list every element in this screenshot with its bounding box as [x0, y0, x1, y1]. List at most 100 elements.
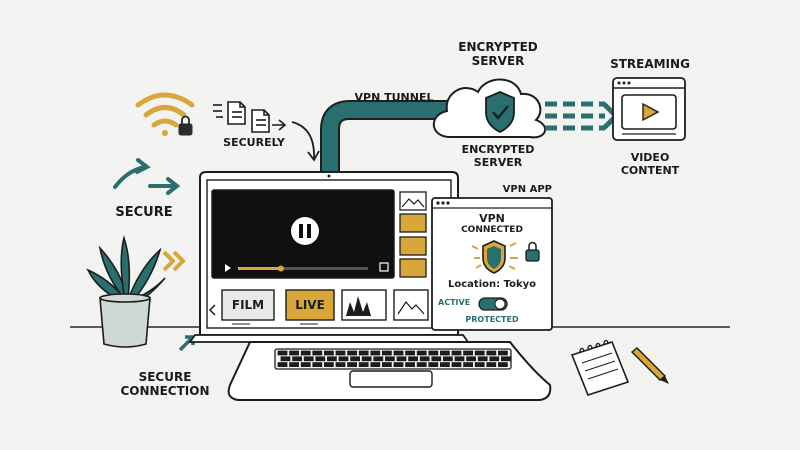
label-video-content: VIDEO CONTENT: [620, 151, 680, 177]
keyboard-key: [370, 350, 381, 356]
chip-live[interactable]: LIVE: [295, 298, 325, 312]
up-arrow: [178, 335, 195, 352]
label-secure-connection: SECURE CONNECTION: [120, 370, 210, 398]
keyboard-key: [280, 356, 291, 362]
keyboard-key: [361, 356, 372, 362]
progress-fill: [238, 267, 281, 270]
streaming-window: [612, 77, 686, 141]
keyboard-key: [347, 350, 358, 356]
keyboard-key: [463, 350, 474, 356]
pencil-icon: [630, 347, 669, 384]
keyboard-key: [326, 356, 337, 362]
label-streaming: STREAMING: [610, 57, 690, 71]
keyboard-key: [439, 362, 450, 368]
plant-icon: [86, 235, 166, 348]
keyboard-key: [323, 350, 334, 356]
keyboard-key: [419, 356, 430, 362]
label-vpn-tunnel: VPN TUNNEL: [354, 91, 434, 104]
secure-arrows: [113, 158, 181, 195]
progress-knob: [277, 265, 284, 272]
keyboard-key: [451, 362, 462, 368]
keyboard-key: [277, 350, 288, 356]
keyboard-key: [303, 356, 314, 362]
keyboard-key: [373, 356, 384, 362]
keyboard-key: [338, 356, 349, 362]
keyboard-key: [300, 350, 311, 356]
keyboard-key: [451, 350, 462, 356]
vpn-location: Location: Tokyo: [448, 279, 536, 290]
keyboard-key: [381, 350, 392, 356]
wifi-lock-icon: [135, 92, 195, 136]
keyboard-key: [416, 362, 427, 368]
label-encrypted-server-top: ENCRYPTED SERVER: [458, 40, 538, 68]
keyboard-key: [393, 350, 404, 356]
keyboard-key: [289, 350, 300, 356]
keyboard-key: [370, 362, 381, 368]
toggle-label: ACTIVE: [438, 298, 471, 307]
keyboard-key: [463, 362, 474, 368]
keyboard-key: [358, 362, 369, 368]
shield-check-icon: [485, 91, 515, 134]
keyboard-key: [393, 362, 404, 368]
label-encrypted-server-bottom: ENCRYPTED SERVER: [461, 143, 535, 169]
keyboard-key: [486, 350, 497, 356]
vpn-status-line2: CONNECTED: [461, 225, 523, 235]
sun-rays: [471, 242, 518, 270]
keyboard-key: [384, 356, 395, 362]
keyboard-key: [486, 362, 497, 368]
play-icon: [642, 102, 660, 122]
keyboard-key: [474, 350, 485, 356]
keyboard-key: [474, 362, 485, 368]
chevron-right-icon: [162, 250, 186, 272]
keyboard-key: [405, 362, 416, 368]
keyboard-key: [497, 362, 508, 368]
keyboard-key: [442, 356, 453, 362]
stream-arrow: [545, 101, 620, 131]
keyboard-key: [323, 362, 334, 368]
keyboard-key: [312, 350, 323, 356]
padlock-icon: [525, 241, 540, 262]
keyboard-key: [381, 362, 392, 368]
keyboard-key: [408, 356, 419, 362]
keyboard-key: [454, 356, 465, 362]
keyboard-key: [335, 350, 346, 356]
keyboard-key: [489, 356, 500, 362]
keyboard-key: [358, 350, 369, 356]
vpn-protected: PROTECTED: [465, 315, 519, 324]
vpn-app-title: VPN APP: [502, 184, 552, 195]
keyboard-key: [431, 356, 442, 362]
label-securely: SECURELY: [223, 136, 285, 149]
keyboard-key: [312, 362, 323, 368]
pause-icon: [291, 217, 319, 245]
keyboard-key: [477, 356, 488, 362]
documents-icon: [213, 101, 287, 133]
tile-live: [285, 289, 335, 321]
laptop: [188, 171, 552, 401]
keyboard-key: [428, 362, 439, 368]
vpn-tunnel: [320, 100, 450, 175]
keyboard-key: [289, 362, 300, 368]
keyboard-key: [405, 350, 416, 356]
keyboard-key: [292, 356, 303, 362]
chip-film[interactable]: FILM: [231, 298, 265, 312]
keyboard-key: [277, 362, 288, 368]
touchpad: [349, 370, 433, 388]
keyboard-key: [466, 356, 477, 362]
keyboard-key: [497, 350, 508, 356]
tile-film: [221, 289, 275, 321]
keyboard-key: [350, 356, 361, 362]
vpn-status-line1: VPN: [479, 212, 505, 225]
keyboard-key: [428, 350, 439, 356]
vpn-app-window: [431, 197, 553, 331]
keyboard-key: [439, 350, 450, 356]
keyboard-key: [335, 362, 346, 368]
keyboard-key: [396, 356, 407, 362]
notepad-icon: [570, 339, 630, 396]
keyboard-key: [416, 350, 427, 356]
keyboard-key: [347, 362, 358, 368]
curve-arrow: [291, 121, 315, 159]
keyboard-key: [300, 362, 311, 368]
keyboard-key: [315, 356, 326, 362]
keyboard-key: [500, 356, 511, 362]
